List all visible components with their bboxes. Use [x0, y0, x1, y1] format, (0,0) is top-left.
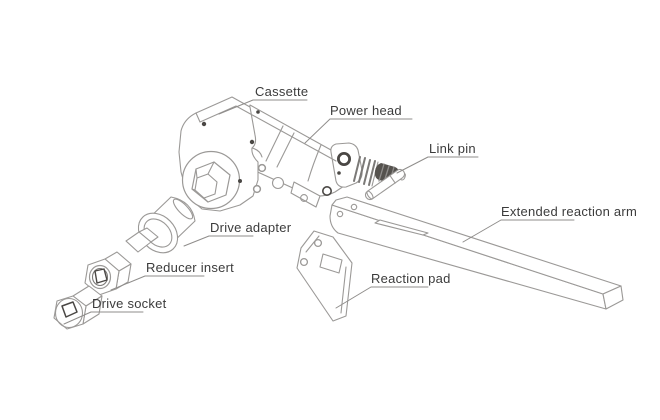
- latch-notch: [251, 147, 263, 158]
- reducer-insert-drawing: [84, 251, 132, 296]
- reaction-pad-drawing: [296, 230, 353, 322]
- arm-top-face: [331, 196, 622, 295]
- coupler-knurling: [353, 156, 376, 186]
- cassette-chamfer-edge: [195, 105, 337, 162]
- swivel-port-ring: [336, 151, 351, 166]
- pad-hinge-hole: [313, 238, 323, 248]
- cassette-hole: [252, 184, 262, 194]
- leader-power-head: [304, 118, 413, 144]
- pad-body: [296, 230, 353, 322]
- label-link-pin: Link pin: [429, 141, 476, 156]
- cassette-hole: [257, 163, 267, 173]
- leader-drive-socket: [63, 311, 144, 325]
- pad-fold-line: [305, 235, 320, 253]
- link-pin-collar: [389, 174, 396, 184]
- link-pin-end-cap: [366, 190, 374, 200]
- pivot-hole: [321, 186, 332, 197]
- leader-lines: [63, 99, 575, 325]
- adapter-square-drive-face: [125, 231, 152, 253]
- label-drive-socket: Drive socket: [92, 296, 167, 311]
- reducer-bore-inner: [91, 267, 109, 287]
- reaction-arm-drawing: [329, 196, 624, 310]
- drive-adapter-drawing: [125, 196, 196, 254]
- arm-front-face: [329, 204, 607, 310]
- arm-slot: [374, 219, 429, 236]
- swivel-dot: [337, 171, 341, 175]
- label-extended-reaction-arm: Extended reaction arm: [501, 204, 638, 219]
- label-power-head: Power head: [330, 103, 402, 118]
- arm-hole: [336, 210, 344, 218]
- cassette-drawing: [178, 96, 337, 212]
- pad-slot: [319, 253, 343, 274]
- pad-hinge-hole: [299, 257, 309, 267]
- leader-extended-reaction-arm: [462, 219, 575, 243]
- cassette-screw-dots: [201, 110, 260, 183]
- reducer-bore-outer: [88, 264, 112, 290]
- label-cassette: Cassette: [255, 84, 309, 99]
- leader-drive-adapter: [183, 235, 254, 247]
- reducer-square-hole: [94, 268, 108, 284]
- link-pin-body: [364, 168, 406, 201]
- barrel-band-line: [265, 125, 284, 162]
- arm-hole: [350, 203, 358, 211]
- lug-hole: [300, 194, 308, 202]
- cassette-open-hole: [271, 176, 285, 190]
- power-head-drawing: [239, 104, 406, 208]
- leader-cassette: [218, 99, 308, 115]
- arm-end-face: [602, 285, 624, 310]
- label-reducer-insert: Reducer insert: [146, 260, 235, 275]
- leader-reaction-pad: [335, 286, 429, 309]
- barrel-seam-line: [307, 144, 322, 182]
- socket-square-hole: [61, 301, 78, 318]
- adapter-end-cap: [172, 198, 194, 220]
- leader-link-pin: [396, 156, 479, 174]
- socket-chamfer-ring: [54, 297, 84, 329]
- label-reaction-pad: Reaction pad: [371, 271, 451, 286]
- barrel-band-line: [276, 132, 295, 168]
- hex-socket-wall-edges: [191, 161, 215, 203]
- drive-socket-drawing: [53, 285, 103, 330]
- label-drive-adapter: Drive adapter: [210, 220, 292, 235]
- pad-inner-edge: [340, 266, 347, 314]
- leader-reducer-insert: [110, 275, 205, 291]
- link-pin-drawing: [364, 168, 406, 201]
